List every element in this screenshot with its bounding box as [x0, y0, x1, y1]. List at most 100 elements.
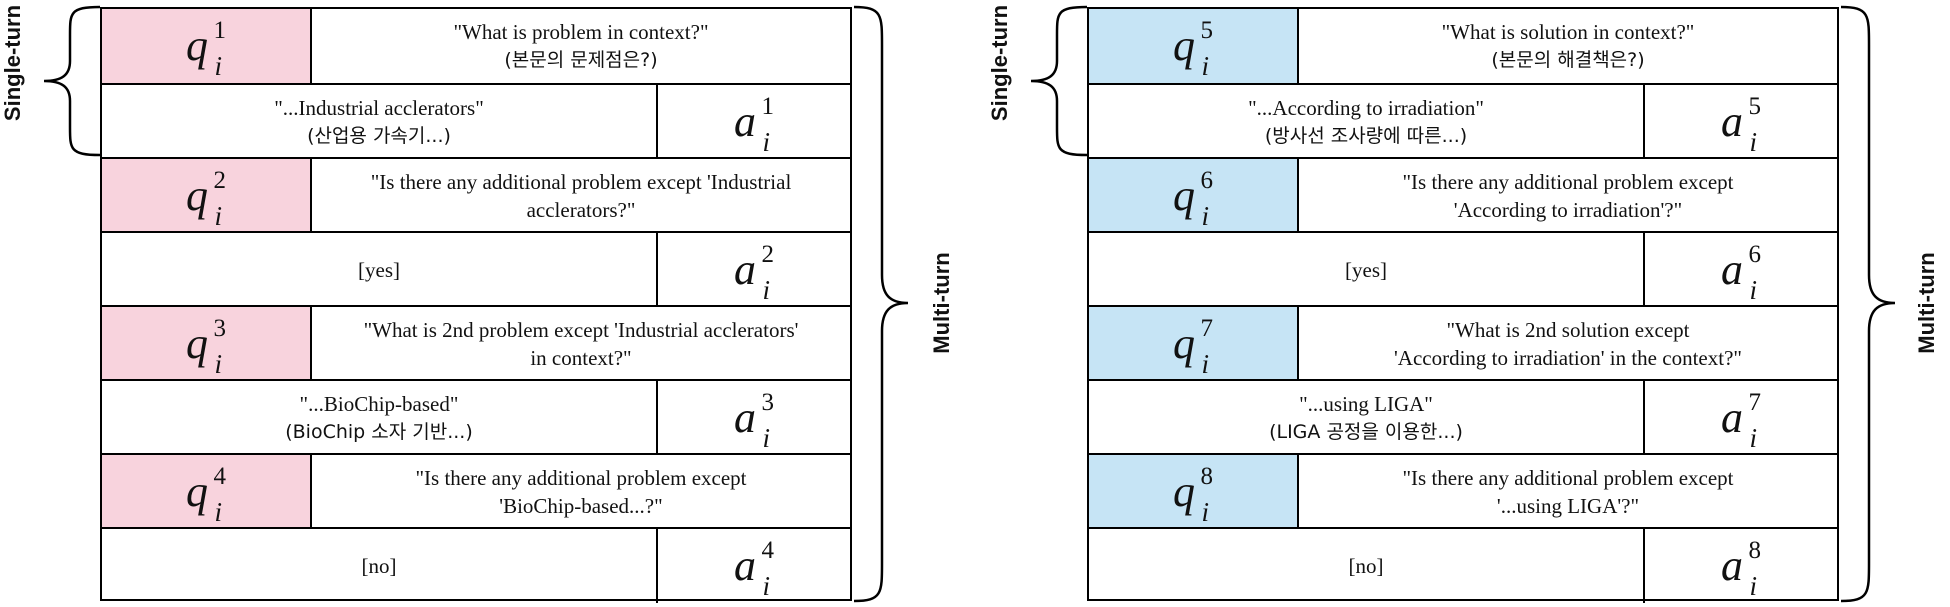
- single-turn-label: Single-turn: [0, 4, 25, 122]
- text-line: acclerators?": [526, 198, 636, 222]
- text-line: "What is solution in context?": [1441, 20, 1695, 44]
- text-line: "What is problem in context?": [453, 20, 709, 44]
- answer-text-cell: "...According to irradiation" (방사선 조사량에 따…: [1089, 85, 1645, 159]
- text-line: (LIGA 공정을 이용한...): [1269, 421, 1463, 443]
- answer-text-cell: "...using LIGA" (LIGA 공정을 이용한...): [1089, 381, 1645, 455]
- text-line: (본문의 문제점은?): [504, 49, 658, 71]
- text-line: "...using LIGA": [1299, 392, 1433, 416]
- text-line: 'According to irradiation'?": [1453, 198, 1683, 222]
- text-line: (방사선 조사량에 따른...): [1264, 125, 1468, 147]
- question-text: "Is there any additional problem except …: [355, 168, 808, 224]
- multi-turn-label: Multi-turn: [929, 252, 954, 354]
- text-line: [no]: [1348, 554, 1384, 578]
- answer-text-cell: "...Industrial acclerators" (산업용 가속기...): [102, 85, 658, 159]
- text-line: (본문의 해결책은?): [1491, 49, 1645, 71]
- single-turn-brace: [1030, 5, 1088, 157]
- text-line: "What is 2nd solution except: [1446, 318, 1690, 342]
- text-line: [yes]: [1345, 258, 1387, 282]
- single-turn-label: Single-turn: [987, 4, 1012, 122]
- answer-text: "...Industrial acclerators" (산업용 가속기...): [258, 94, 500, 150]
- text-line: 'According to irradiation' in the contex…: [1394, 346, 1742, 370]
- text-line: (산업용 가속기...): [307, 125, 451, 147]
- answer-text: [yes]: [1329, 256, 1403, 284]
- answer-text-cell: [yes]: [1089, 233, 1645, 307]
- answer-text: "...BioChip-based" (BioChip 소자 기반...): [269, 390, 489, 446]
- question-text-cell: "Is there any additional problem except'…: [312, 455, 850, 529]
- multi-turn-brace: [1840, 5, 1896, 603]
- question-text-cell: "What is 2nd solution except 'According t…: [1299, 307, 1837, 381]
- question-text-cell: "What is 2nd problem except 'Industrial …: [312, 307, 850, 381]
- answer-text: [no]: [346, 552, 413, 580]
- question-text: "What is solution in context?" (본문의 해결책은?…: [1426, 18, 1711, 74]
- text-line: in context?": [530, 346, 632, 370]
- text-line: "...According to irradiation": [1248, 96, 1484, 120]
- text-line: "Is there any additional problem except: [415, 466, 747, 490]
- text-line: "...BioChip-based": [299, 392, 459, 416]
- question-text-cell: "What is problem in context?" (본문의 문제점은?): [312, 9, 850, 83]
- answer-text: "...According to irradiation" (방사선 조사량에 따…: [1232, 94, 1500, 150]
- text-line: "What is 2nd problem except 'Industrial …: [363, 318, 799, 342]
- text-line: "Is there any additional problem except: [1402, 466, 1734, 490]
- text-line: (BioChip 소자 기반...): [285, 421, 473, 443]
- answer-text: "...using LIGA" (LIGA 공정을 이용한...): [1253, 390, 1479, 446]
- text-line: [no]: [361, 554, 397, 578]
- answer-text: [no]: [1333, 552, 1400, 580]
- single-turn-brace: [43, 5, 101, 157]
- question-text: "What is 2nd solution except 'According t…: [1378, 316, 1758, 372]
- question-text: "What is 2nd problem except 'Industrial …: [348, 316, 815, 372]
- question-text-cell: "Is there any additional problem except'…: [1299, 159, 1837, 233]
- question-text: "What is problem in context?" (본문의 문제점은?): [437, 18, 724, 74]
- question-text: "Is there any additional problem except'…: [399, 464, 762, 520]
- answer-text: [yes]: [342, 256, 416, 284]
- answer-row: "...According to irradiation" (방사선 조사량에 따…: [1089, 83, 1837, 159]
- answer-text-cell: [no]: [1089, 529, 1645, 603]
- question-text-cell: "Is there any additional problem except'…: [1299, 455, 1837, 529]
- question-text: "Is there any additional problem except'…: [1386, 464, 1749, 520]
- multi-turn-brace: [853, 5, 909, 603]
- text-line: "...Industrial acclerators": [274, 96, 484, 120]
